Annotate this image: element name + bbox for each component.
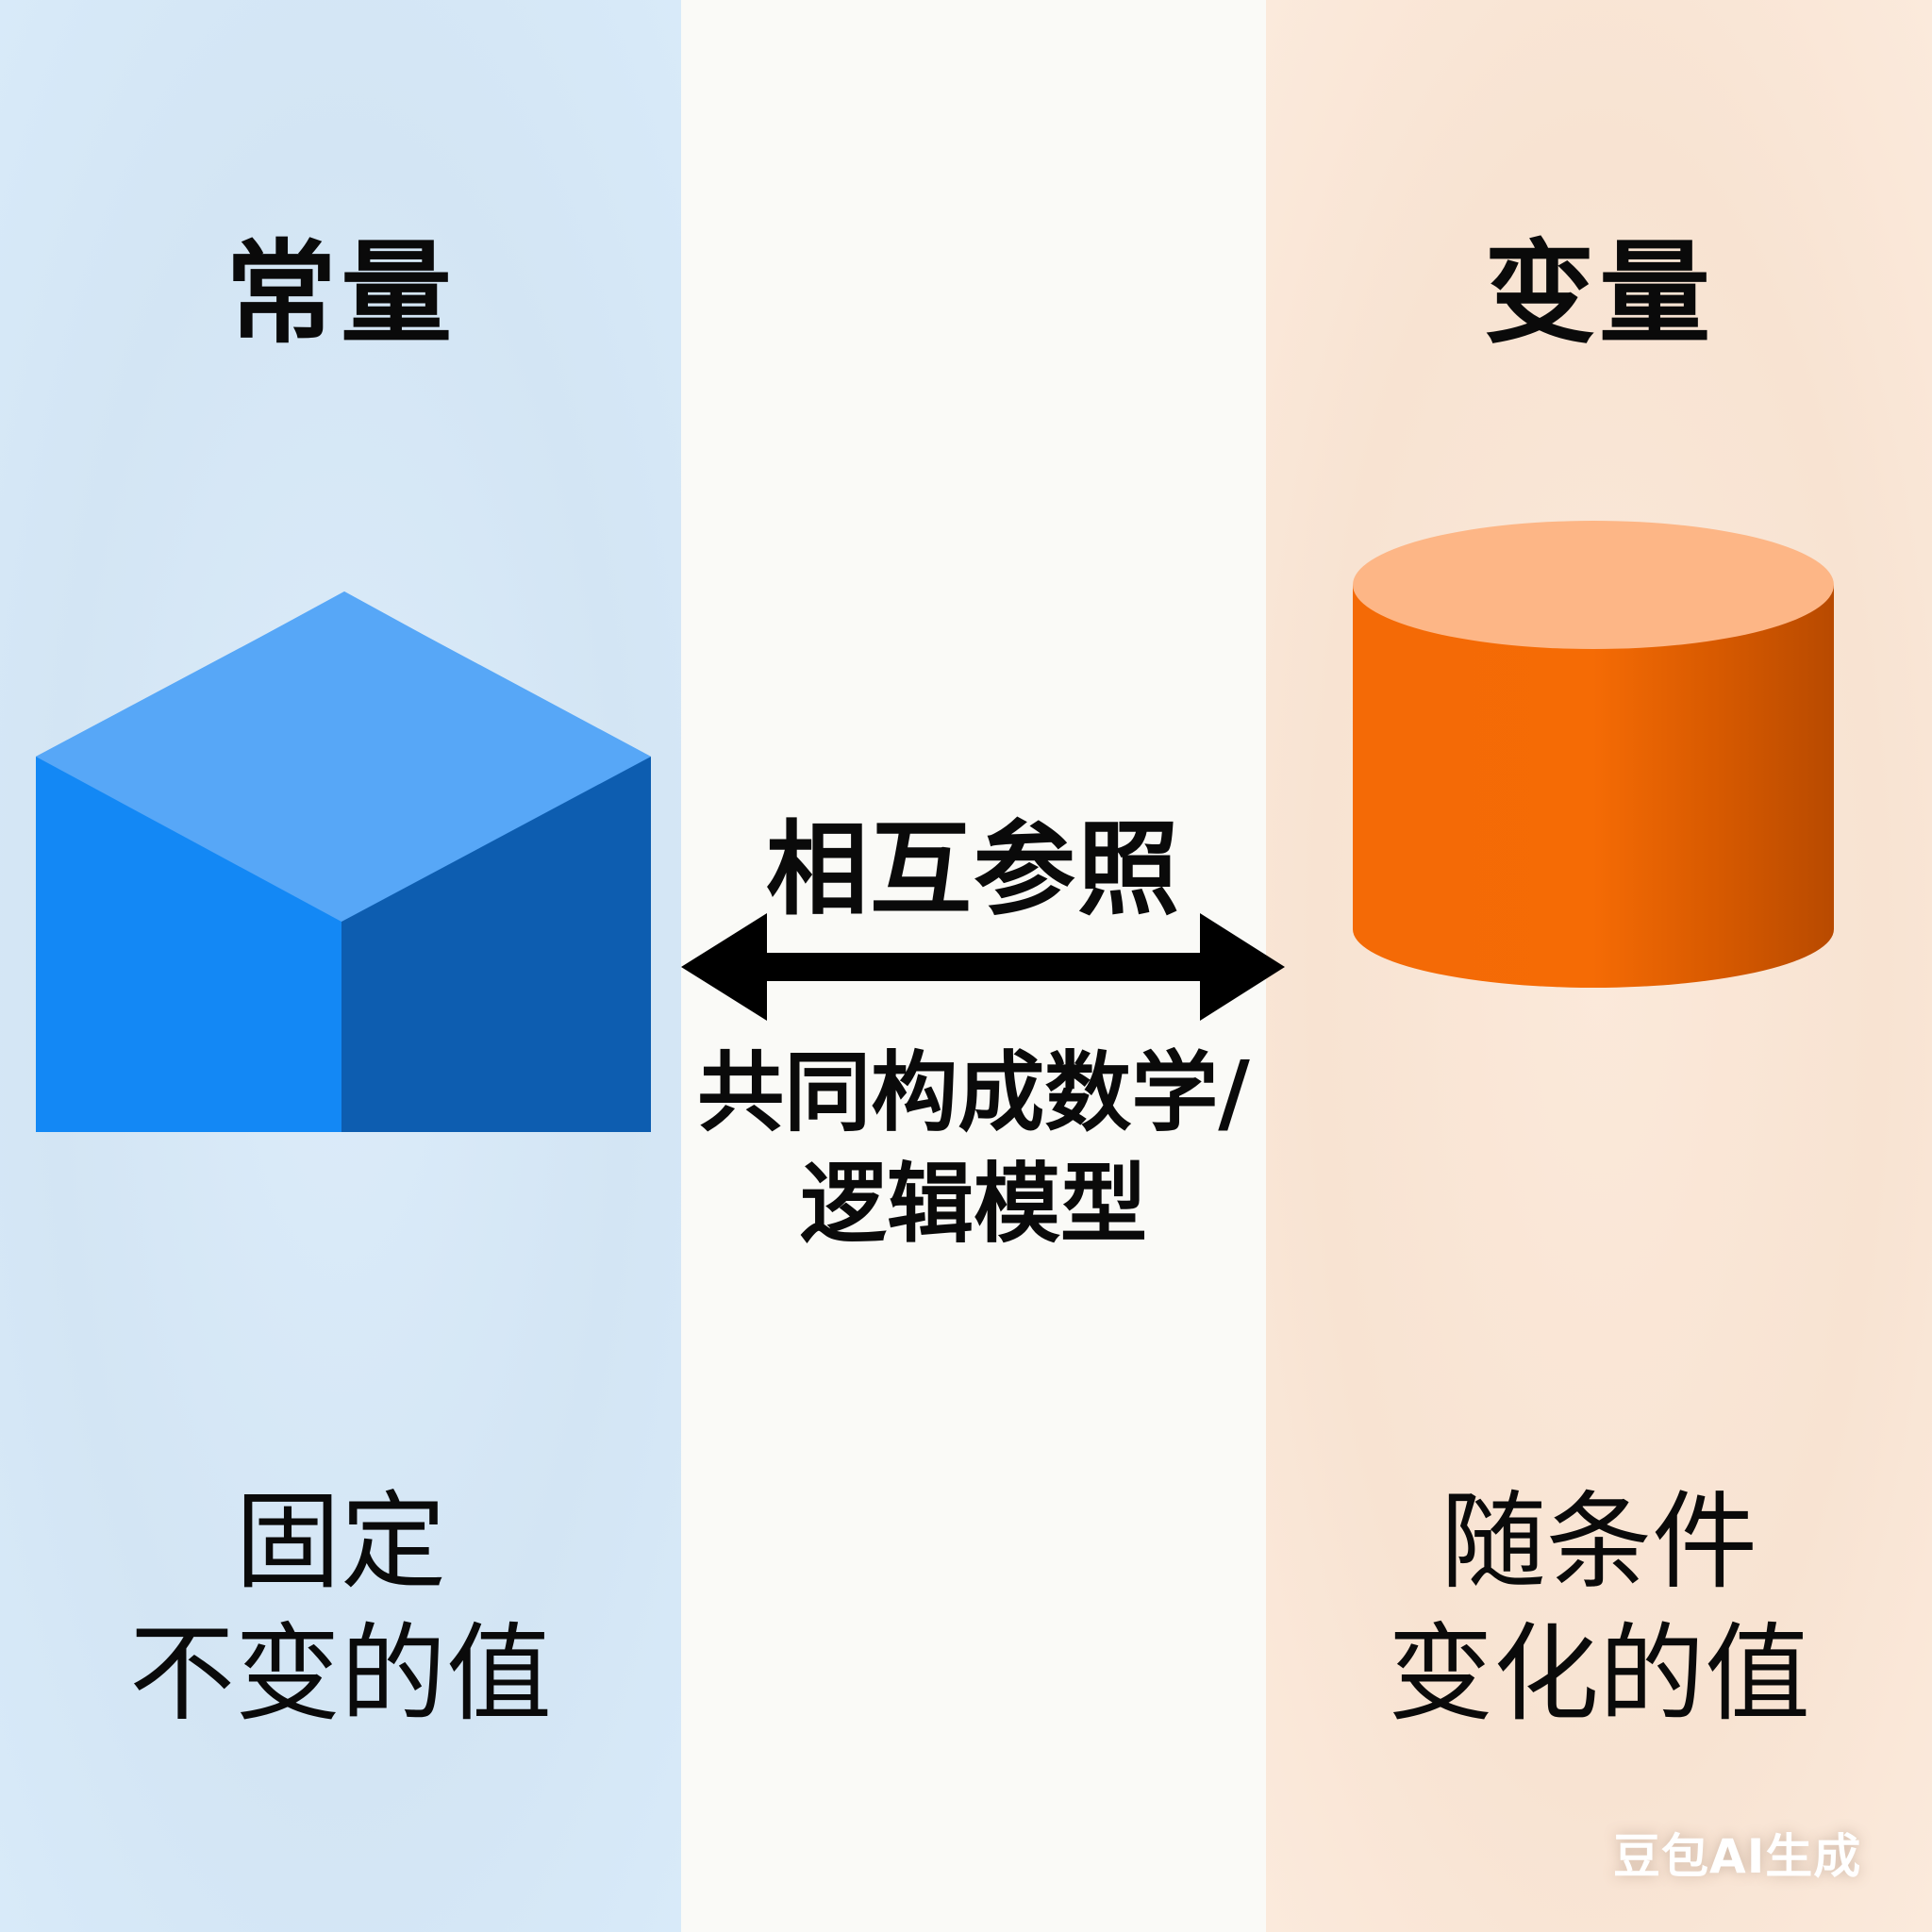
relation-desc-line1: 共同构成数学/ [697,1042,1250,1143]
cube-visual [36,592,651,1132]
constant-title: 常量 [225,228,456,358]
double-arrow-icon [681,913,1285,1021]
mutual-reference-title: 相互参照 [765,811,1181,929]
variable-desc-line2: 变化的值 [1388,1613,1810,1736]
cylinder-icon [1353,521,1834,988]
constant-desc-line2: 不变的值 [129,1613,552,1736]
variable-description: 随条件 变化的值 [1266,1476,1932,1740]
constant-desc-line1: 固定 [235,1481,446,1604]
relation-desc-line2: 逻辑模型 [799,1154,1147,1255]
variable-desc-line1: 随条件 [1441,1481,1757,1604]
ai-watermark: 豆包AI生成 [1613,1829,1862,1884]
constant-description: 固定 不变的值 [0,1476,681,1740]
relation-description: 共同构成数学/ 逻辑模型 [681,1038,1266,1260]
variable-title: 变量 [1483,228,1714,358]
